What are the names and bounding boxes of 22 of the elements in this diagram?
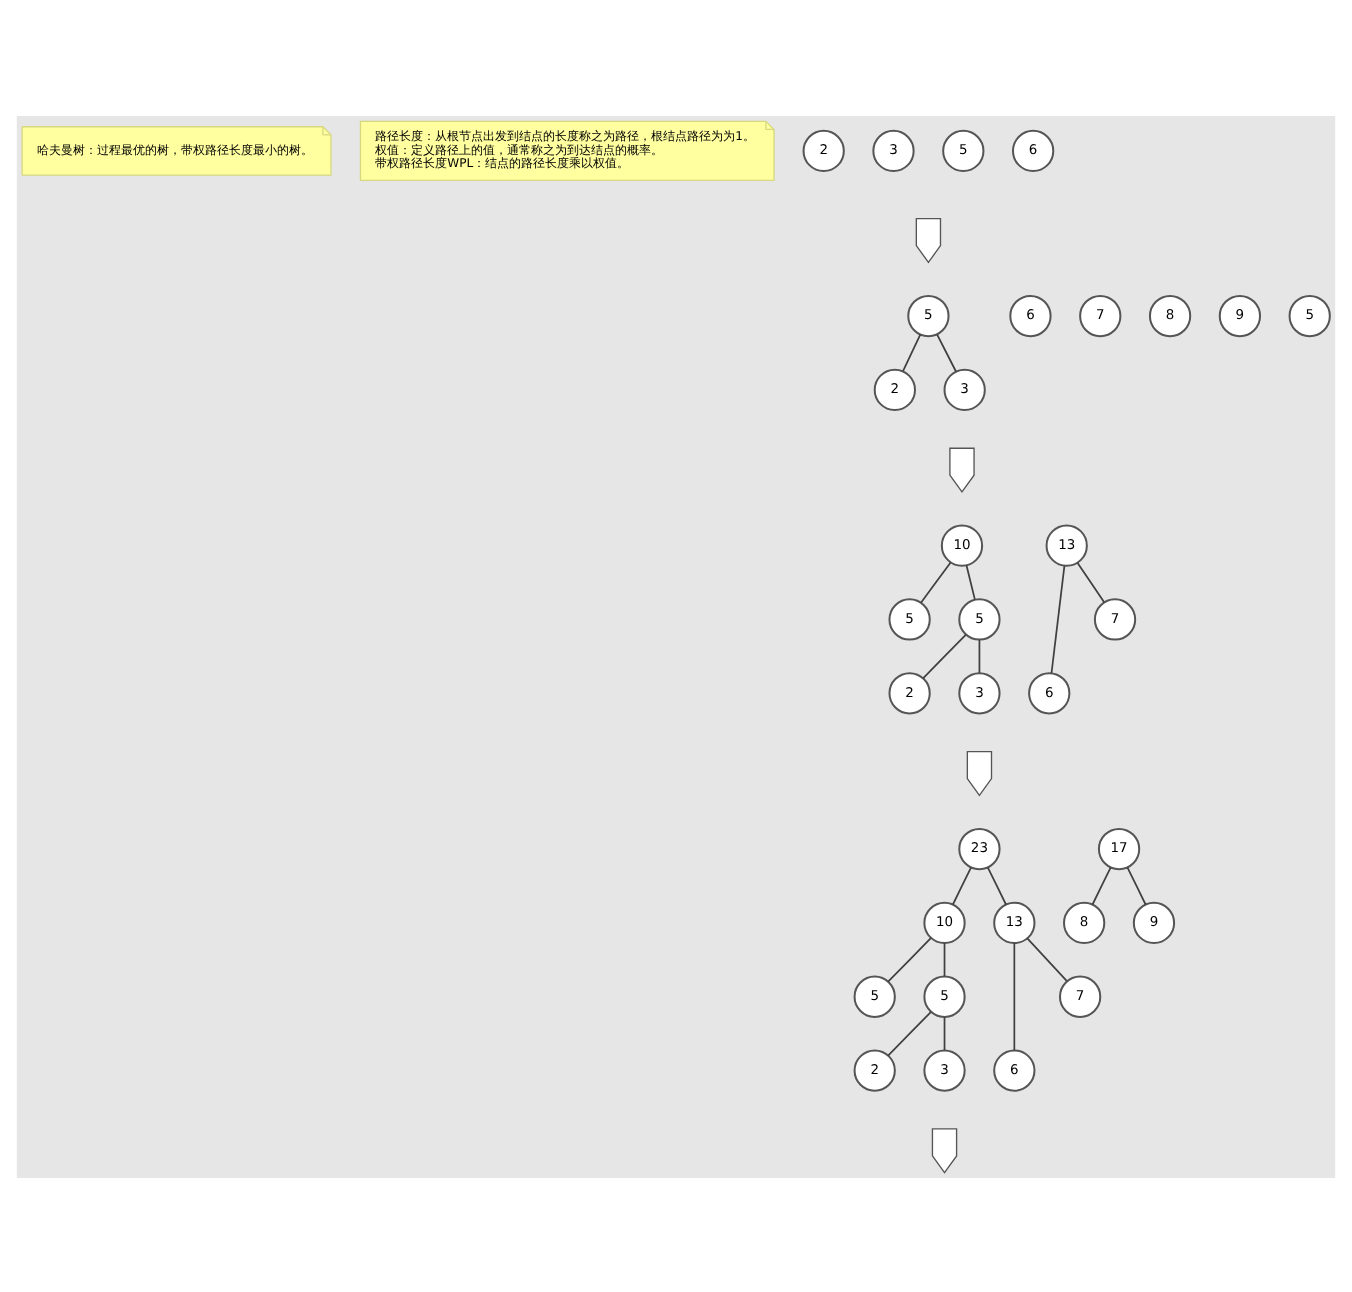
connector xyxy=(943,941,946,977)
connector xyxy=(1026,936,1068,981)
connector xyxy=(922,632,967,679)
connector xyxy=(902,332,922,371)
connector xyxy=(965,563,976,600)
connector xyxy=(1076,560,1106,603)
connector xyxy=(1050,564,1066,673)
connector xyxy=(887,1009,932,1056)
connector xyxy=(920,560,952,603)
connector xyxy=(943,1015,946,1050)
connector xyxy=(1091,865,1112,905)
connector xyxy=(952,865,972,905)
node-arrow xyxy=(931,1127,958,1173)
node-arrow xyxy=(915,216,942,263)
connector xyxy=(987,865,1007,905)
connector xyxy=(887,936,932,982)
node-arrow xyxy=(966,749,993,796)
node-arrow xyxy=(949,446,975,493)
connector xyxy=(978,638,981,673)
connector xyxy=(1013,941,1016,1051)
connector xyxy=(1126,865,1147,905)
connector xyxy=(936,332,957,372)
